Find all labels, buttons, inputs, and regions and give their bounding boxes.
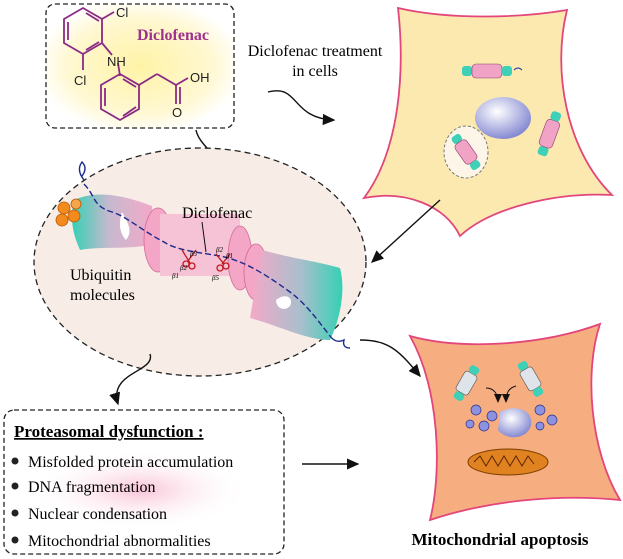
ubiquitin-label-line1: Ubiquitin — [70, 267, 131, 284]
apoptotic-proteasome-left — [453, 365, 480, 401]
subunit-label: β2 — [179, 264, 187, 272]
subunit-label: β2 — [215, 246, 223, 254]
condensed-nucleus — [498, 408, 532, 438]
apoptotic-cell — [408, 322, 622, 522]
dysfunction-item: Nuclear condensation — [28, 506, 167, 523]
arrow-to-apoptotic-cell — [359, 339, 421, 378]
mitochondrion — [467, 448, 549, 476]
atom-cl-bottom: Cl — [74, 73, 86, 88]
scissors-icon-2 — [215, 253, 231, 272]
treatment-label-line1: Diclofenac treatment — [248, 43, 383, 60]
treatment-label-line2: in cells — [292, 63, 338, 80]
dysfunction-box: Proteasomal dysfunction : Misfolded prot… — [3, 409, 285, 555]
cell-proteasome-circled — [443, 125, 489, 179]
mechanism-ellipse: β1 β2 β5 β2 β1 β5 Diclofenac Ubiquitin m… — [33, 147, 367, 377]
apoptotic-proteasome-right — [517, 361, 544, 397]
ubiquitin-label-line2: molecules — [70, 287, 135, 304]
outcome-label: Mitochondrial apoptosis — [411, 530, 588, 549]
atom-cl-top: Cl — [116, 5, 128, 20]
arrow-cell-to-mechanism — [370, 199, 441, 263]
subunit-label: β1 — [225, 252, 233, 260]
atom-oh: OH — [190, 70, 210, 85]
proteasome-drug-label: Diclofenac — [182, 205, 252, 222]
subunit-label: β1 — [171, 272, 179, 280]
diclofenac-title: Diclofenac — [137, 27, 209, 44]
scissors-icon-1 — [181, 249, 197, 270]
diclofenac-molecule-box: Cl NH Cl OH O Diclofenac — [45, 3, 235, 129]
treated-cell — [361, 6, 615, 238]
diclofenac-structure — [63, 6, 189, 122]
atom-nh: NH — [107, 54, 126, 69]
dysfunction-item: Misfolded protein accumulation — [28, 454, 233, 471]
cell-proteasome-top — [462, 63, 523, 79]
atom-o: O — [172, 105, 182, 120]
proteasome-complex: β1 β2 β5 β2 β1 β5 — [55, 160, 351, 349]
subunit-label: β5 — [211, 274, 219, 282]
dysfunction-title: Proteasomal dysfunction : — [14, 422, 204, 441]
protein-aggregates — [465, 404, 558, 432]
nucleus — [475, 97, 531, 139]
ubiquitin-cluster — [55, 198, 82, 227]
dysfunction-item: Mitochondrial abnormalities — [28, 533, 211, 550]
dysfunction-item: DNA fragmentation — [28, 479, 156, 496]
arrow-to-treated-cell — [267, 90, 336, 126]
cell-proteasome-right — [537, 111, 562, 157]
arrow-to-dysfunction-box — [109, 353, 152, 406]
subunit-label: β5 — [189, 250, 197, 258]
